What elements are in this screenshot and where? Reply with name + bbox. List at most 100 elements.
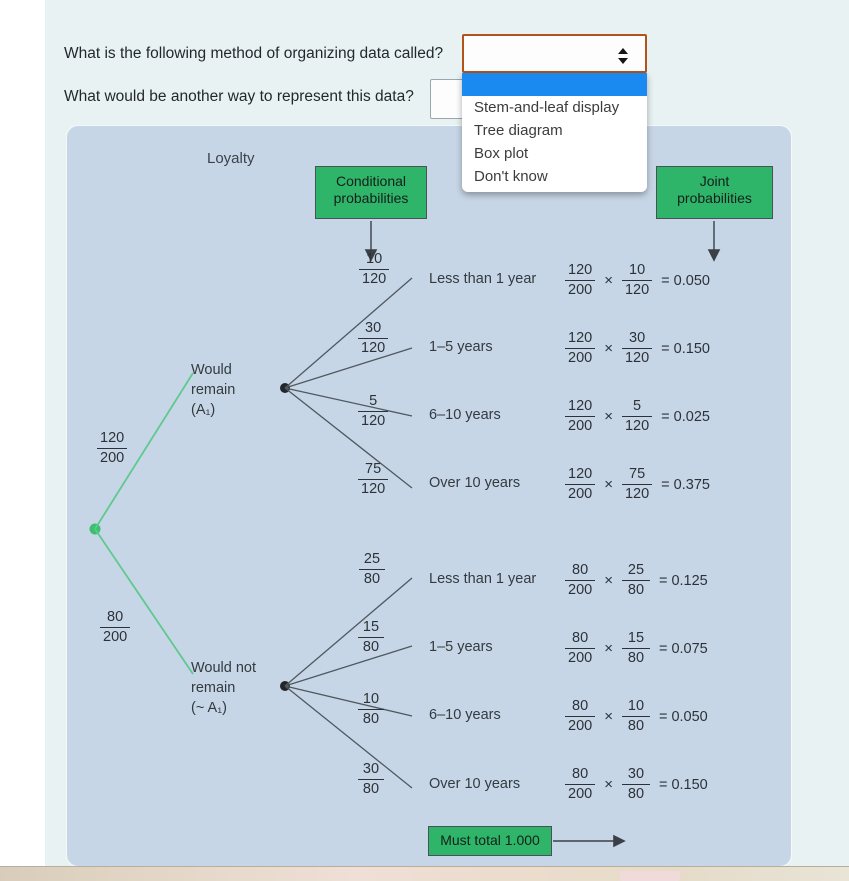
joint-second-fraction: 15 80: [621, 630, 650, 666]
cond-prob-bottom-1: 25 80: [359, 551, 385, 587]
frac-bar: [565, 715, 596, 718]
multiply-icon: ×: [604, 708, 613, 726]
joint-probabilities-callout: Joint probabilities: [656, 166, 773, 219]
frac-numerator: 75: [629, 466, 646, 482]
joint-row-bottom-2: 80 200 × 15 80 = 0.075: [565, 630, 708, 666]
frac-denominator: 120: [624, 485, 650, 502]
frac-denominator: 200: [568, 581, 593, 598]
joint-row-top-2: 120 200 × 30 120 = 0.150: [565, 330, 710, 366]
frac-denominator: 120: [361, 339, 386, 356]
frac-denominator: 80: [362, 638, 380, 655]
frac-numerator: 80: [572, 562, 589, 578]
joint-second-fraction: 5 120: [621, 398, 653, 434]
joint-row-top-3: 120 200 × 5 120 = 0.025: [565, 398, 710, 434]
frac-bar: [565, 783, 596, 786]
dropdown-option-blank[interactable]: [462, 73, 647, 96]
conditional-probabilities-callout: Conditional probabilities: [315, 166, 427, 219]
dropdown-option-dont-know[interactable]: Don't know: [474, 168, 548, 185]
cond-prob-top-4: 75 120: [358, 461, 389, 497]
cond-prob-bottom-3: 10 80: [358, 691, 384, 727]
frac-bar: [565, 415, 596, 418]
multiply-icon: ×: [604, 572, 613, 590]
frac-numerator: 10: [627, 698, 645, 714]
frac-denominator: 200: [568, 485, 593, 502]
frac-bar: [97, 447, 128, 450]
frac-bar: [565, 347, 596, 350]
joint-result: = 0.075: [658, 640, 708, 657]
joint-first-fraction: 80 200: [565, 630, 596, 666]
joint-first-fraction: 120 200: [565, 262, 596, 298]
level1-prob-would-remain: 120 200: [97, 430, 128, 466]
frac-denominator: 200: [568, 717, 593, 734]
joint-result: = 0.150: [658, 776, 708, 793]
frac-numerator: 80: [572, 766, 589, 782]
frac-denominator: 80: [362, 780, 380, 797]
multiply-icon: ×: [604, 340, 613, 358]
conditional-callout-line2: probabilities: [333, 190, 409, 206]
method-select[interactable]: [462, 34, 647, 73]
joint-second-fraction: 30 80: [621, 766, 650, 802]
joint-result: = 0.375: [661, 476, 710, 493]
joint-row-top-1: 120 200 × 10 120 = 0.050: [565, 262, 710, 298]
joint-result: = 0.150: [661, 340, 710, 357]
joint-callout-line1: Joint: [699, 173, 730, 189]
joint-result: = 0.050: [658, 708, 708, 725]
frac-bar: [621, 783, 650, 786]
frac-bar: [359, 268, 390, 271]
up-down-arrow-icon: [617, 48, 629, 64]
joint-result: = 0.050: [661, 272, 710, 289]
cond-prob-top-2: 30 120: [358, 320, 389, 356]
frac-numerator: 25: [363, 551, 381, 567]
frac-numerator: 120: [100, 430, 125, 446]
joint-second-fraction: 75 120: [621, 466, 653, 502]
joint-first-fraction: 120 200: [565, 398, 596, 434]
joint-row-bottom-1: 80 200 × 25 80 = 0.125: [565, 562, 708, 598]
frac-numerator: 120: [568, 398, 593, 414]
outcome-label-top-3: 6–10 years: [429, 407, 501, 423]
frac-bar: [358, 778, 384, 781]
frac-numerator: 75: [365, 461, 382, 477]
multiply-icon: ×: [604, 640, 613, 658]
question-1-text: What is the following method of organizi…: [64, 45, 444, 62]
frac-bar: [621, 347, 653, 350]
dropdown-option-stem-and-leaf-display[interactable]: Stem-and-leaf display: [474, 99, 620, 116]
level1-prob-would-not-remain: 80 200: [100, 609, 131, 645]
frac-denominator: 80: [627, 785, 645, 802]
frac-denominator: 80: [362, 710, 380, 727]
frac-denominator: 200: [100, 449, 125, 466]
frac-numerator: 80: [107, 609, 124, 625]
level1-label-line2: remain: [191, 382, 236, 398]
multiply-icon: ×: [604, 776, 613, 794]
dropdown-option-tree-diagram[interactable]: Tree diagram: [474, 122, 563, 139]
frac-bar: [621, 415, 653, 418]
joint-second-fraction: 25 80: [621, 562, 650, 598]
frac-bar: [358, 478, 389, 481]
frac-denominator: 200: [568, 281, 593, 298]
frac-numerator: 10: [362, 691, 380, 707]
tree-diagram-lines: [89, 221, 721, 848]
level1-label-line3: (~ A₁): [191, 700, 227, 716]
dropdown-option-box-plot[interactable]: Box plot: [474, 145, 529, 162]
frac-denominator: 120: [624, 417, 650, 434]
level1-label-line3: (A₁): [191, 402, 216, 418]
joint-first-fraction: 80 200: [565, 562, 596, 598]
conditional-callout-line1: Conditional: [335, 173, 407, 189]
frac-bar: [565, 483, 596, 486]
method-select-dropdown[interactable]: Stem-and-leaf display Tree diagram Box p…: [462, 73, 647, 192]
level1-label-line1: Would not: [191, 660, 257, 676]
frac-numerator: 15: [627, 630, 645, 646]
cond-prob-bottom-4: 30 80: [358, 761, 384, 797]
frac-bar: [621, 579, 650, 582]
frac-numerator: 15: [362, 619, 380, 635]
frac-bar: [100, 626, 131, 629]
outcome-label-top-2: 1–5 years: [429, 339, 493, 355]
frac-numerator: 120: [568, 330, 593, 346]
outcome-label-bottom-3: 6–10 years: [429, 707, 501, 723]
joint-row-bottom-4: 80 200 × 30 80 = 0.150: [565, 766, 708, 802]
outcome-label-bottom-2: 1–5 years: [429, 639, 493, 655]
multiply-icon: ×: [604, 476, 613, 494]
frac-numerator: 120: [568, 466, 593, 482]
frac-bar: [621, 647, 650, 650]
must-total-callout: Must total 1.000: [428, 826, 552, 856]
